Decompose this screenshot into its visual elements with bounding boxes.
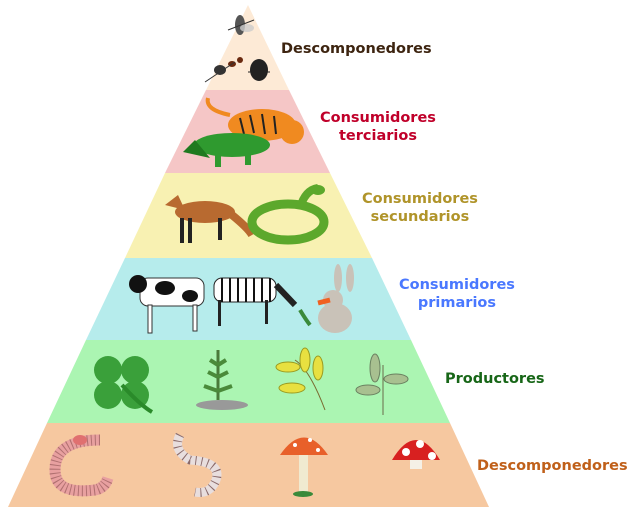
label-line: Consumidores [320,110,436,126]
label-line: Productores [445,371,545,387]
label-line: Descomponedores [477,458,628,474]
level-secondary-band [125,173,372,258]
tiger-icon [205,97,304,144]
label-line: secundarios [370,209,470,225]
cow-icon [129,275,205,334]
fern-icon [196,350,248,410]
label-line: terciarios [338,128,417,144]
green-leaves-icon [355,353,409,415]
snake-icon [247,184,329,245]
label-decomposers-bottom: Descomponedores [477,457,628,475]
label-line: Consumidores [362,191,478,207]
crocodile-icon [183,133,270,167]
clover-icon [94,356,154,414]
label-decomposers-top: Descomponedores [281,40,432,58]
level-decomposers-top-band [206,5,289,90]
label-tertiary-consumers: Consumidores terciarios [320,109,436,145]
fly-icon [227,15,255,35]
label-line: Consumidores [399,277,515,293]
zebra-icon [213,277,298,326]
label-line: Descomponedores [281,41,432,57]
worm-icon [173,432,222,497]
label-producers: Productores [445,370,545,388]
label-primary-consumers: Consumidores primarios [399,276,515,312]
yellow-leaves-icon [275,347,326,411]
toadstool-icon [392,440,440,469]
level-producers-band [47,340,450,423]
ant-icon [204,57,243,83]
mushroom-icon [280,437,328,497]
earthworm-icon [49,434,114,497]
label-secondary-consumers: Consumidores secundarios [362,190,478,226]
level-decomposers-bottom-band [8,423,489,507]
label-line: primarios [417,295,497,311]
rabbit-icon [298,264,354,333]
beetle-icon [248,59,270,81]
fox-icon [165,195,256,243]
